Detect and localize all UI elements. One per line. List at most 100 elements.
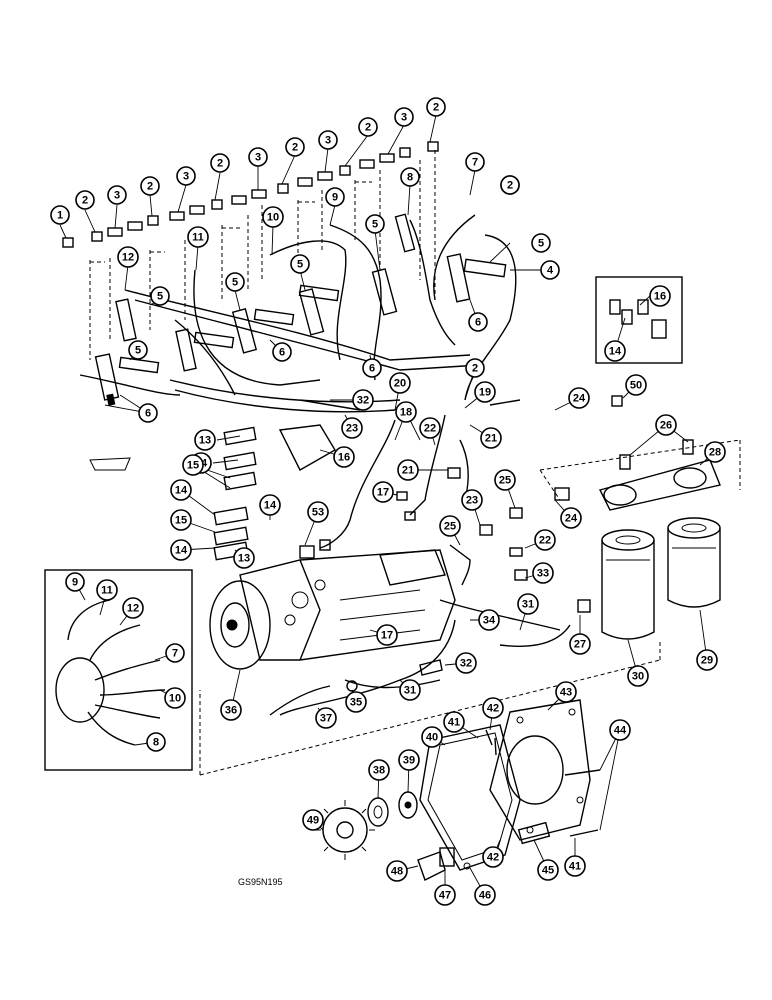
injector-8 — [394, 213, 416, 253]
callout-circle — [704, 441, 726, 463]
callout-41: 41 — [564, 855, 586, 877]
callout-label: 34 — [483, 615, 496, 627]
callout-circle — [465, 152, 485, 172]
callout-label: 35 — [350, 697, 362, 709]
callout-8: 8 — [400, 167, 420, 187]
callout-label: 19 — [479, 387, 491, 399]
callout-42: 42 — [482, 846, 504, 868]
callout-24: 24 — [560, 507, 582, 529]
cover-plate-43 — [489, 699, 591, 841]
callout-label: 40 — [426, 732, 438, 744]
dowels-42-41 — [485, 729, 497, 756]
studs-44-41 — [564, 769, 601, 837]
callout-circle — [394, 107, 414, 127]
callout-circle — [107, 185, 127, 205]
callout-3: 3 — [318, 130, 338, 150]
injector-1 — [94, 353, 120, 406]
callout-14: 14 — [170, 539, 192, 561]
inset-pump-outlets — [44, 569, 193, 771]
cover-48-47 — [417, 847, 471, 881]
callout-label: 27 — [574, 639, 586, 651]
callout-label: 21 — [402, 465, 414, 477]
callout-21: 21 — [397, 459, 419, 481]
callout-circle — [500, 175, 520, 195]
callout-label: 13 — [199, 435, 211, 447]
callout-50: 50 — [625, 374, 647, 396]
callout-circle — [627, 665, 649, 687]
callout-circle — [649, 285, 671, 307]
callout-circle — [482, 697, 504, 719]
callout-6: 6 — [272, 342, 292, 362]
callout-48: 48 — [386, 860, 408, 882]
callout-2: 2 — [75, 190, 95, 210]
callout-label: 3 — [114, 190, 120, 202]
callout-label: 3 — [325, 135, 331, 147]
fuel-filter-29 — [667, 517, 721, 608]
callout-3: 3 — [107, 185, 127, 205]
callout-circle — [290, 254, 310, 274]
callout-circle — [138, 403, 158, 423]
callout-label: 42 — [487, 852, 499, 864]
callout-circle — [122, 597, 144, 619]
callout-40: 40 — [421, 726, 443, 748]
pipe-37 — [269, 685, 331, 716]
callout-label: 41 — [448, 717, 460, 729]
callout-17: 17 — [376, 624, 398, 646]
callout-label: 8 — [407, 172, 413, 184]
callout-41: 41 — [443, 711, 465, 733]
callout-label: 53 — [312, 507, 324, 519]
callout-label: 12 — [122, 252, 134, 264]
callout-label: 3 — [401, 112, 407, 124]
callout-label: 14 — [264, 500, 277, 512]
callout-label: 11 — [101, 585, 113, 597]
callout-16: 16 — [333, 446, 355, 468]
callout-label: 15 — [187, 460, 199, 472]
callout-circle — [455, 652, 477, 674]
callout-circle — [555, 681, 577, 703]
callout-circle — [333, 446, 355, 468]
callout-label: 26 — [660, 420, 672, 432]
callout-label: 41 — [569, 861, 581, 873]
callout-35: 35 — [345, 691, 367, 713]
callout-circle — [376, 624, 398, 646]
callout-5: 5 — [531, 233, 551, 253]
callout-15: 15 — [182, 454, 204, 476]
callout-7: 7 — [165, 643, 185, 663]
callout-label: 20 — [394, 378, 406, 390]
callout-2: 2 — [465, 358, 485, 378]
callout-17: 17 — [372, 481, 394, 503]
callout-label: 24 — [565, 513, 578, 525]
callout-31: 31 — [399, 679, 421, 701]
callout-circle — [443, 711, 465, 733]
callout-38: 38 — [368, 759, 390, 781]
callout-10: 10 — [164, 687, 186, 709]
callout-label: 5 — [135, 345, 141, 357]
fuel-filter-30 — [601, 529, 655, 640]
callout-6: 6 — [362, 358, 382, 378]
callout-label: 44 — [614, 725, 627, 737]
callout-label: 33 — [537, 568, 549, 580]
callout-circle — [397, 459, 419, 481]
callout-label: 45 — [542, 865, 554, 877]
callout-label: 29 — [701, 655, 713, 667]
callout-circle — [365, 214, 385, 234]
figure-code: GS95N195 — [238, 877, 283, 887]
callout-circle — [439, 515, 461, 537]
callout-circle — [65, 572, 85, 592]
callout-circle — [146, 732, 166, 752]
callout-circle — [187, 226, 209, 248]
callout-label: 6 — [369, 363, 375, 375]
callout-circle — [604, 340, 626, 362]
callout-circle — [272, 342, 292, 362]
callout-label: 25 — [499, 475, 511, 487]
callout-12: 12 — [122, 597, 144, 619]
callout-circle — [426, 97, 446, 117]
callout-45: 45 — [537, 859, 559, 881]
callout-28: 28 — [704, 441, 726, 463]
callout-24: 24 — [568, 387, 590, 409]
callout-circle — [358, 117, 378, 137]
callout-circle — [225, 272, 245, 292]
callout-5: 5 — [290, 254, 310, 274]
callout-circle — [170, 509, 192, 531]
callout-label: 2 — [217, 158, 223, 170]
